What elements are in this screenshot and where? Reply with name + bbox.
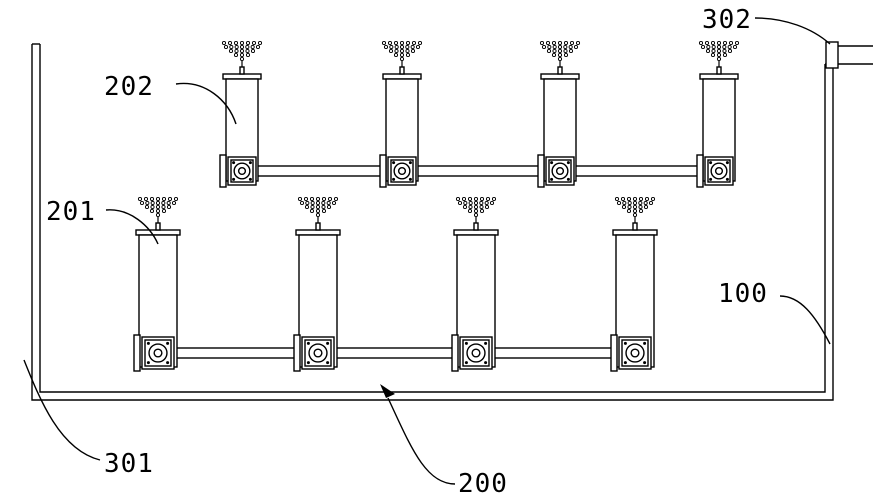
water-spray bbox=[539, 40, 581, 67]
pump-housing bbox=[610, 334, 652, 372]
water-spray bbox=[455, 196, 497, 223]
water-spray bbox=[221, 40, 263, 67]
pump-housing bbox=[537, 154, 575, 188]
nozzle-row-upper bbox=[219, 40, 740, 188]
leader-200 bbox=[387, 397, 456, 485]
pump-housing bbox=[379, 154, 417, 188]
label-100: 100 bbox=[718, 279, 768, 309]
label-200: 200 bbox=[458, 469, 508, 499]
water-spray bbox=[297, 196, 339, 223]
label-301: 301 bbox=[104, 449, 154, 479]
leader-lines bbox=[23, 17, 831, 485]
water-spray bbox=[137, 196, 179, 223]
label-202: 202 bbox=[104, 72, 154, 102]
arrow-200 bbox=[380, 384, 395, 398]
pump-housing bbox=[696, 154, 734, 188]
pump-housing bbox=[219, 154, 257, 188]
leader-201 bbox=[105, 209, 159, 245]
nozzle-row-lower bbox=[133, 196, 658, 372]
water-spray bbox=[698, 40, 740, 67]
pump-housing bbox=[133, 334, 175, 372]
water-spray bbox=[614, 196, 656, 223]
water-spray bbox=[381, 40, 423, 67]
pump-housing bbox=[293, 334, 335, 372]
outlet-pipe bbox=[825, 41, 873, 69]
leader-202 bbox=[175, 82, 237, 125]
leader-301 bbox=[23, 359, 101, 461]
label-201: 201 bbox=[46, 197, 96, 227]
pump-housing bbox=[451, 334, 493, 372]
label-302: 302 bbox=[702, 5, 752, 35]
leader-302 bbox=[754, 17, 831, 45]
leader-100 bbox=[779, 295, 831, 345]
